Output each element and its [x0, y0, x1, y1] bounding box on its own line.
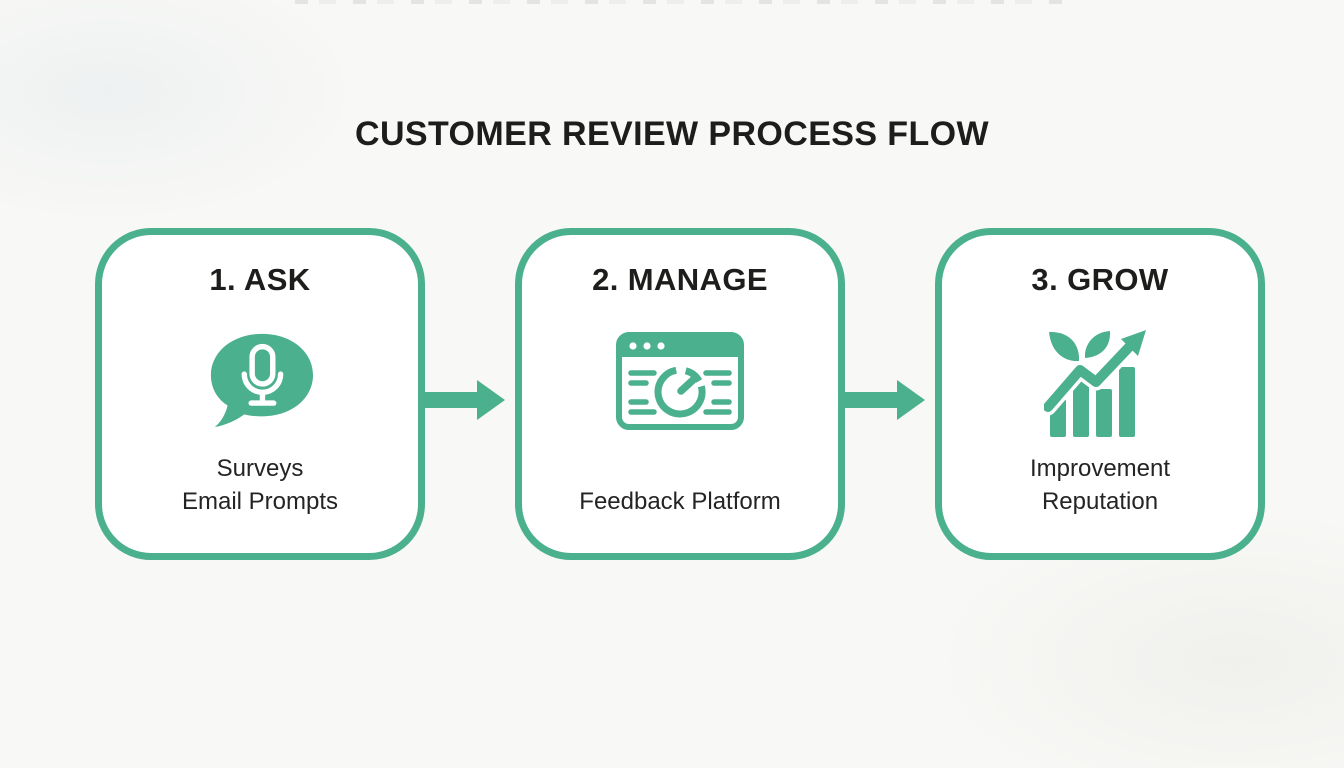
step-box-grow: 3. GROW Improvement Reputation	[935, 228, 1265, 560]
arrow-right-icon	[425, 378, 505, 422]
step-label: Surveys	[216, 455, 304, 482]
step-labels-manage: Feedback Platform	[522, 485, 838, 518]
step-label: Reputation	[1041, 488, 1159, 515]
step-label: Feedback Platform	[579, 488, 781, 515]
feedback-dashboard-window-icon	[522, 323, 838, 438]
step-label: Improvement	[1029, 455, 1171, 482]
step-box-manage: 2. MANAGE Feedback Platform	[515, 228, 845, 560]
step-box-ask: 1. ASK Surveys Email Prompts	[95, 228, 425, 560]
step-heading-manage: 2. MANAGE	[592, 262, 768, 297]
growth-chart-leaves-icon	[942, 323, 1258, 438]
arrow-right-icon	[845, 378, 925, 422]
step-heading-grow: 3. GROW	[1031, 262, 1169, 297]
top-edge-cropped-artifact	[295, 0, 1065, 4]
step-labels-grow: Improvement Reputation	[942, 452, 1258, 518]
step-labels-ask: Surveys Email Prompts	[102, 452, 418, 518]
step-heading-ask: 1. ASK	[209, 262, 311, 297]
step-label: Email Prompts	[181, 488, 339, 515]
speech-bubble-microphone-icon	[102, 323, 418, 438]
page-title: CUSTOMER REVIEW PROCESS FLOW	[355, 114, 989, 153]
